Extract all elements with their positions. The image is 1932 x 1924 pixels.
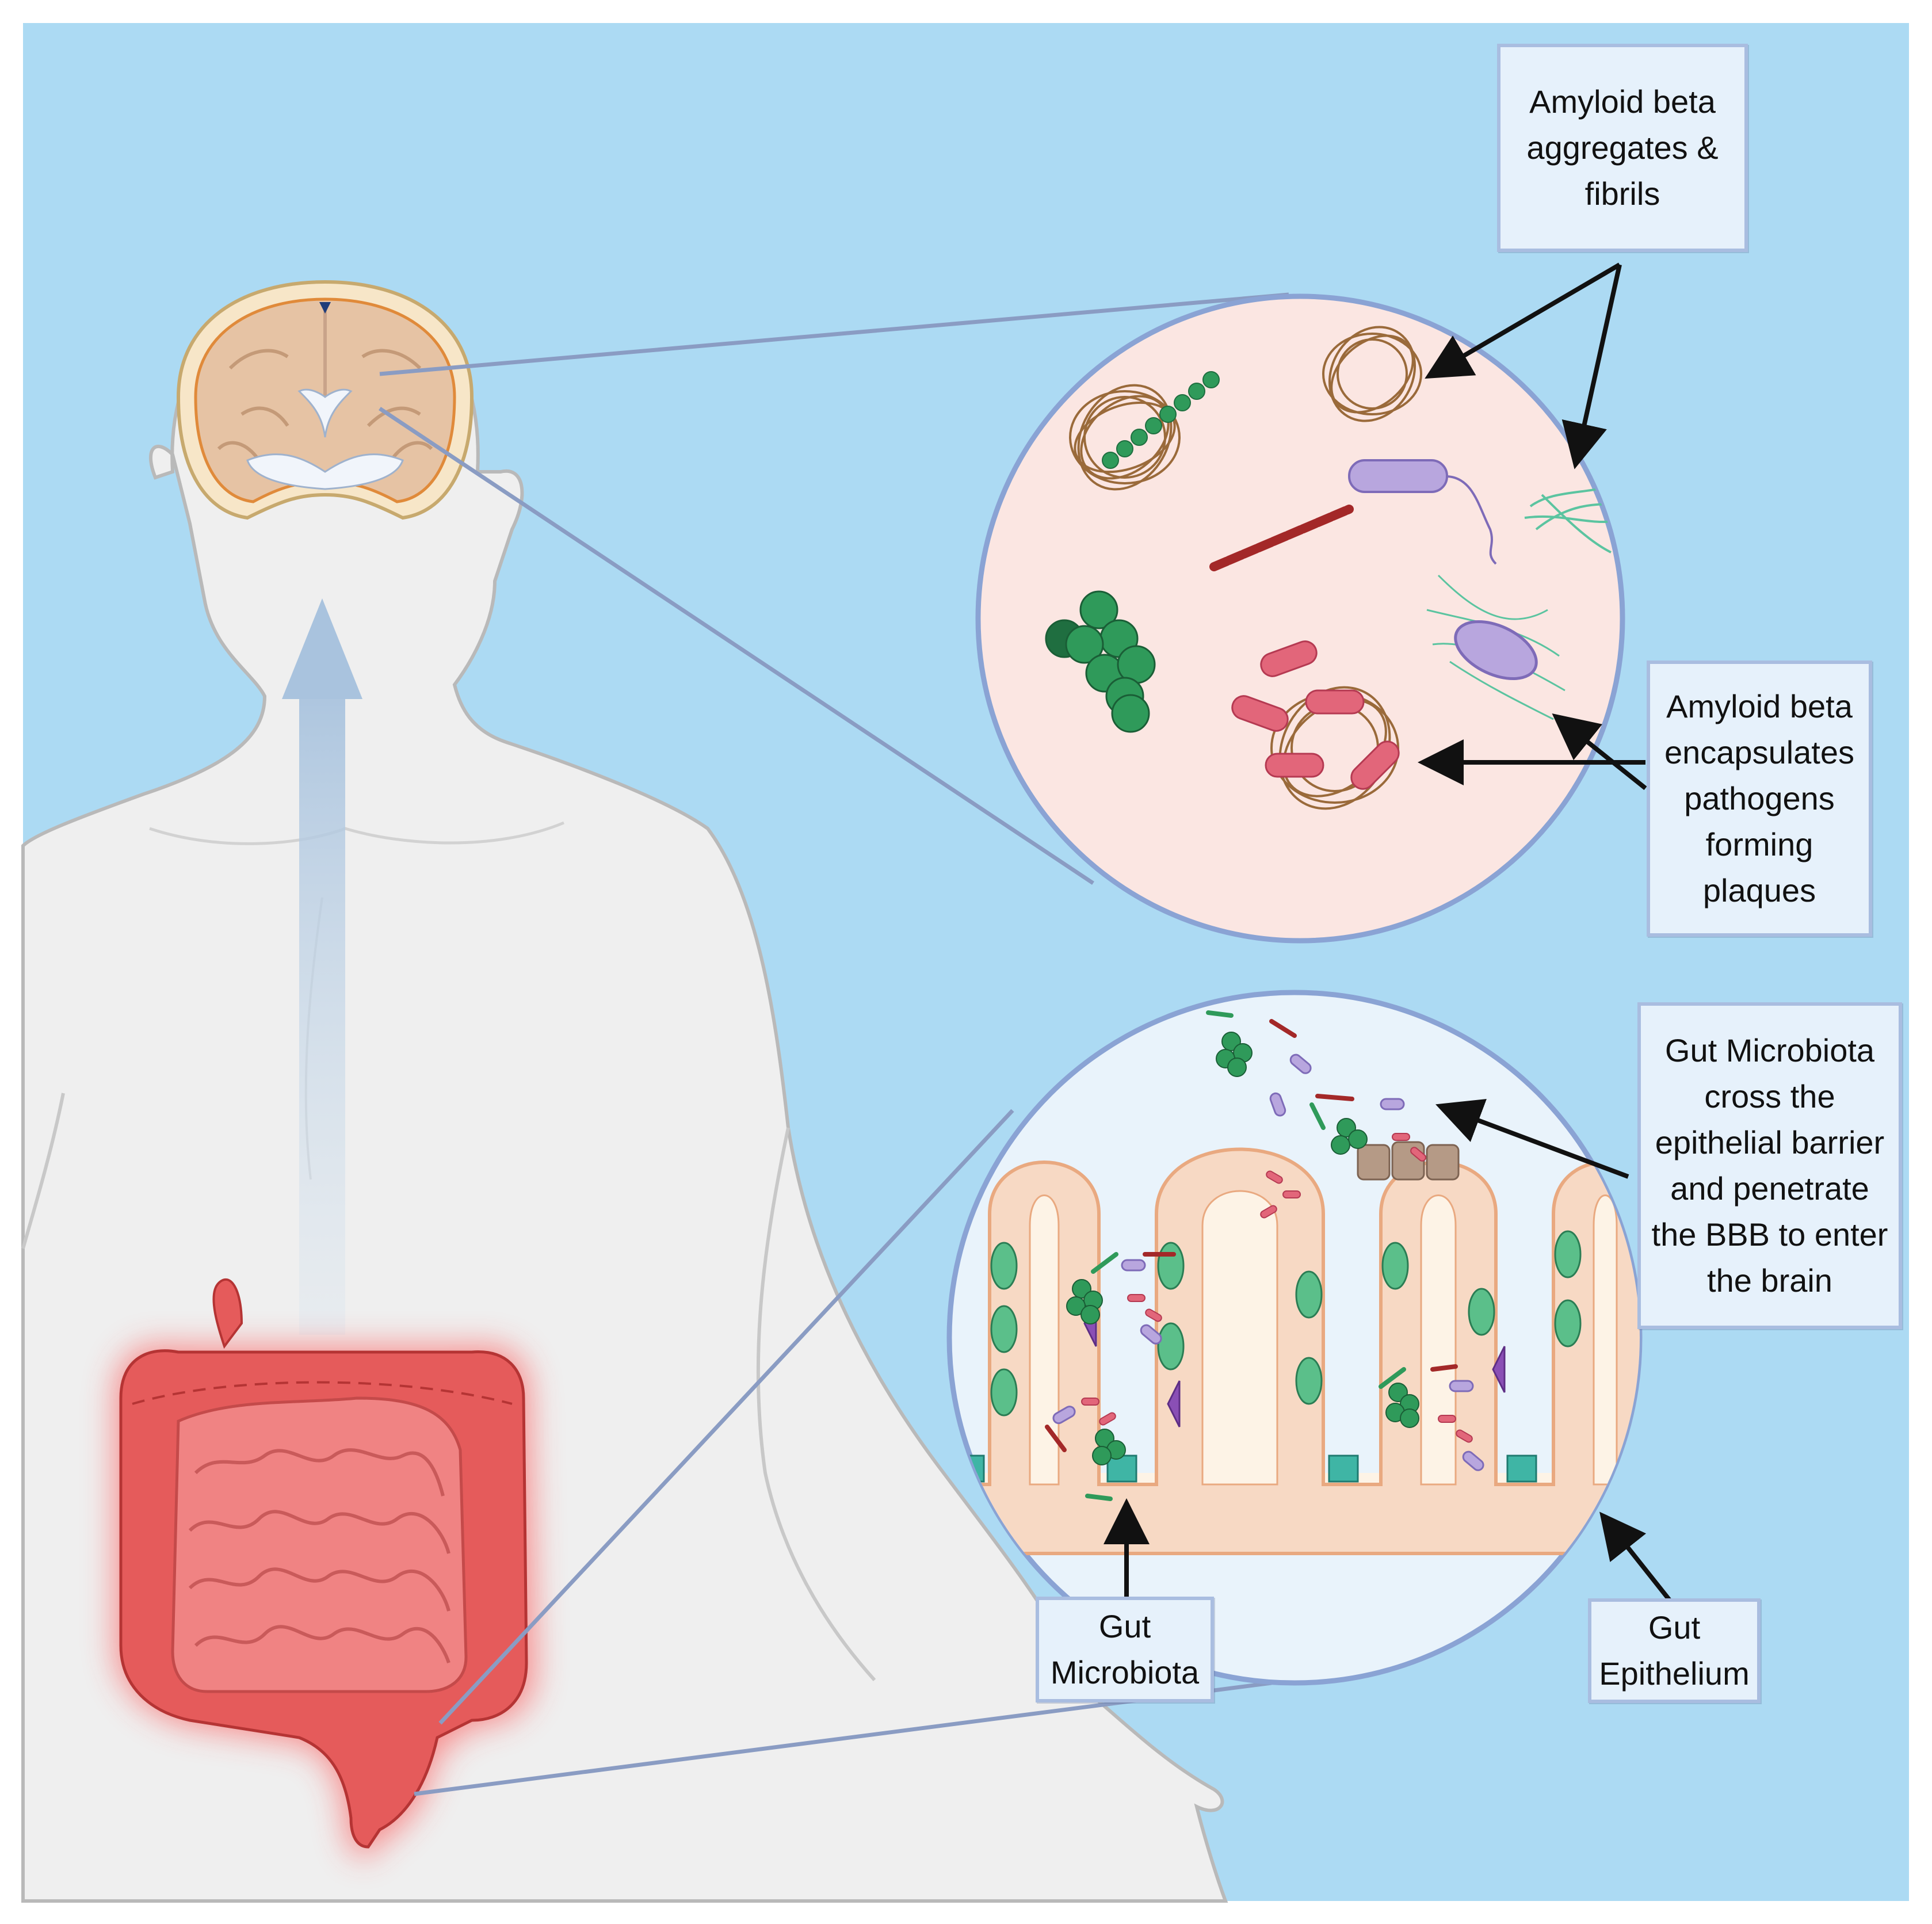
bacteria-icon xyxy=(1209,505,1354,571)
label-amyloid-aggregates: Amyloid beta aggregates & fibrils xyxy=(1497,44,1748,252)
arrow-to-encapsulated-bacterium xyxy=(1552,713,1647,791)
bacteria-icon xyxy=(1426,574,1566,720)
label-gut-microbiota: Gut Microbiota xyxy=(1036,1597,1214,1702)
label-gut-epithelium: Gut Epithelium xyxy=(1588,1598,1761,1703)
upward-arrow-icon xyxy=(282,598,362,1335)
gut-zoom-circle xyxy=(946,990,1643,1686)
pointer-arrows xyxy=(1104,262,1674,1604)
gut-microbiota-cluster xyxy=(1045,1010,1484,1501)
amyloid-fibril-icon xyxy=(1322,326,1422,422)
arrow-to-amyloid-aggregate xyxy=(1425,262,1621,379)
arrow-to-green-fibrils xyxy=(1561,264,1622,469)
arrow-to-gut-epithelium xyxy=(1599,1511,1674,1604)
brain-icon xyxy=(176,280,474,520)
amyloid-fibril-green-icon xyxy=(1524,482,1622,553)
brain-zoom-circle xyxy=(975,293,1625,944)
label-gut-microbiota-cross: Gut Microbiota cross the epithelial barr… xyxy=(1637,1002,1902,1329)
amyloid-plaque-icon xyxy=(1231,640,1400,810)
label-amyloid-encapsulates: Amyloid beta encapsulates pathogens form… xyxy=(1647,661,1872,937)
arrow-to-crossing-microbiota xyxy=(1435,1099,1629,1179)
amyloid-fibril-icon xyxy=(1069,384,1181,491)
bacteria-icon xyxy=(1348,459,1497,565)
bacteria-chain-icon xyxy=(1102,371,1220,469)
intestine-icon xyxy=(115,1278,535,1858)
bacteria-cluster-icon xyxy=(1045,590,1156,733)
